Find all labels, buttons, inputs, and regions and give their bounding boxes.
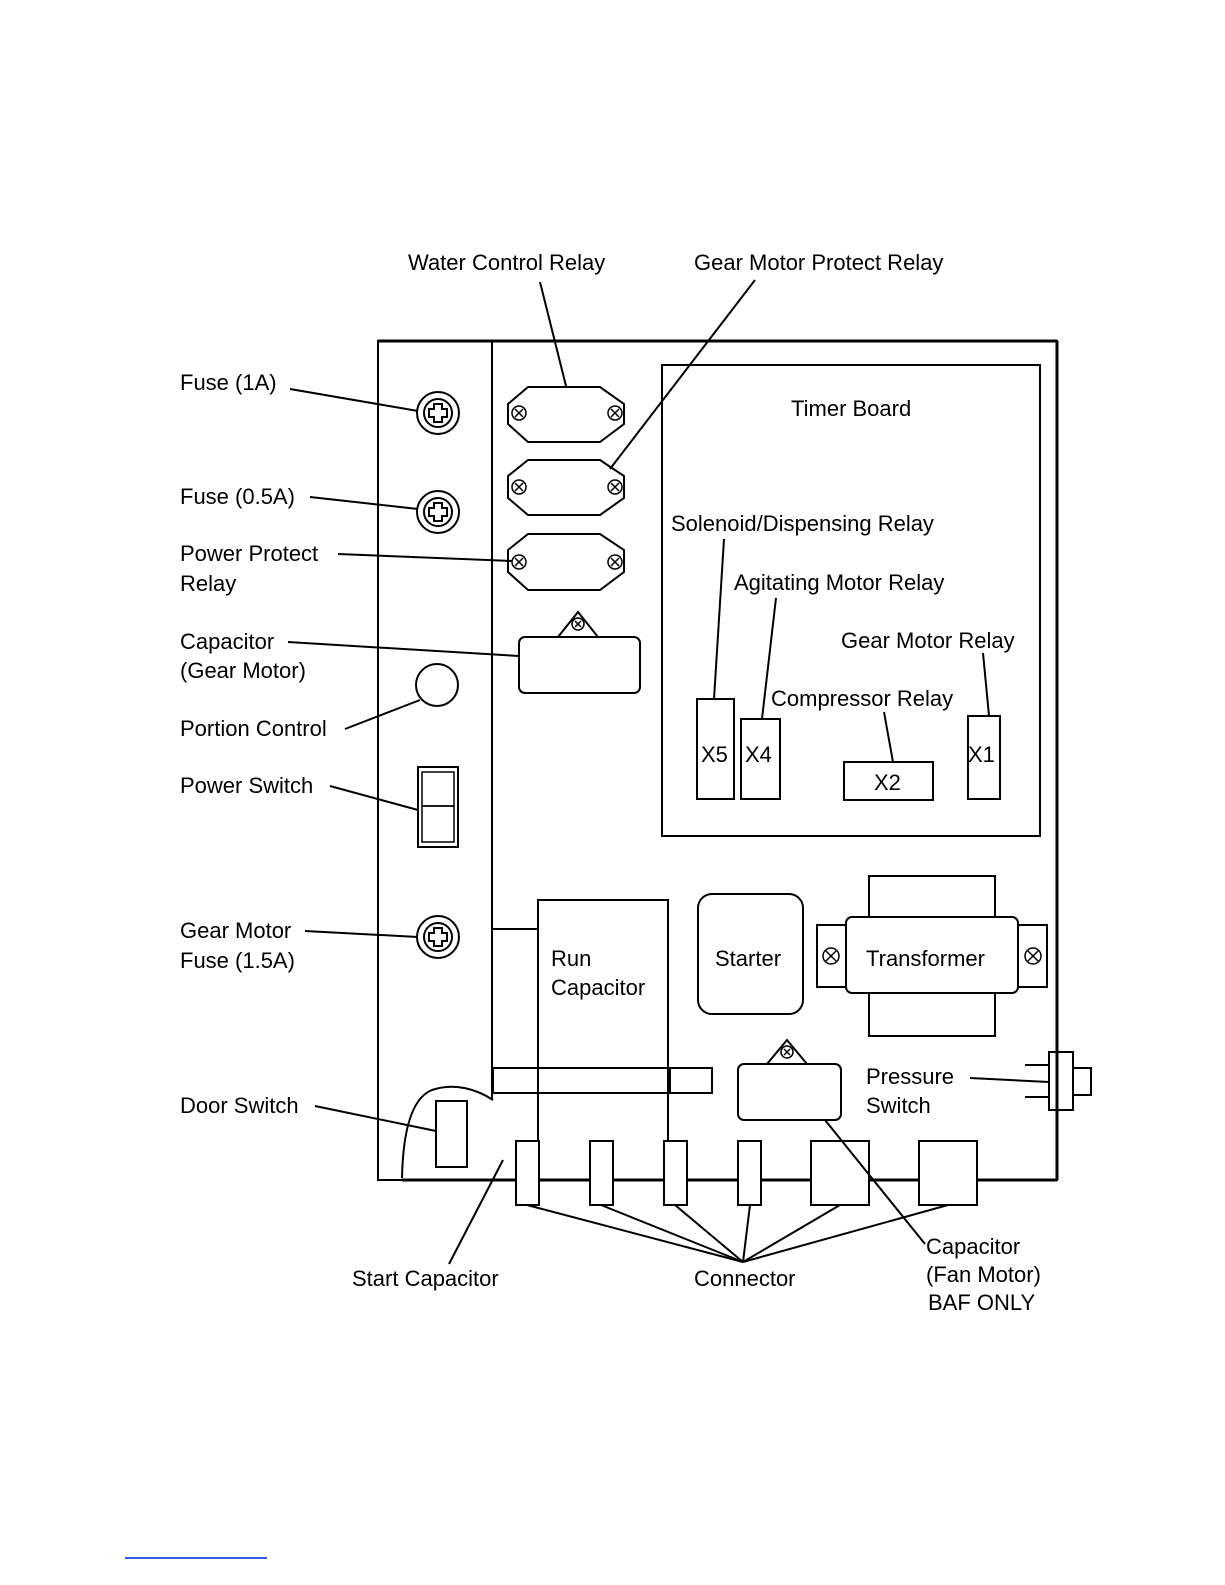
- label-fuse-05a: Fuse (0.5A): [180, 484, 295, 509]
- label-pressure-switch-line2: Switch: [866, 1093, 931, 1118]
- label-x2: X2: [874, 770, 901, 795]
- label-door-switch: Door Switch: [180, 1093, 299, 1118]
- gear-motor-fuse-icon: [416, 915, 460, 959]
- label-water-control-relay: Water Control Relay: [408, 250, 605, 275]
- label-connector: Connector: [694, 1266, 796, 1291]
- label-run-capacitor-line2: Capacitor: [551, 975, 645, 1000]
- gear-motor-protect-relay: [507, 459, 625, 516]
- capacitor-fan-motor: [737, 1038, 842, 1121]
- label-capacitor-fan-motor-line1: Capacitor: [926, 1234, 1020, 1259]
- timer-board: [661, 364, 1041, 837]
- label-start-capacitor: Start Capacitor: [352, 1266, 499, 1291]
- relay-x2: [843, 761, 934, 801]
- power-protect-relay: [507, 533, 625, 591]
- starter: [697, 893, 804, 1015]
- label-power-protect-relay-line2: Relay: [180, 571, 236, 596]
- label-pressure-switch-line1: Pressure: [866, 1064, 954, 1089]
- label-portion-control: Portion Control: [180, 716, 327, 741]
- label-transformer: Transformer: [866, 946, 985, 971]
- label-compressor-relay: Compressor Relay: [771, 686, 953, 711]
- label-x5: X5: [701, 742, 728, 767]
- transformer: [816, 875, 1048, 1037]
- run-capacitor: [493, 899, 669, 1181]
- label-power-protect-relay-line1: Power Protect: [180, 541, 318, 566]
- label-power-switch: Power Switch: [180, 773, 313, 798]
- power-switch-icon: [417, 766, 459, 848]
- mounting-bar: [492, 1067, 713, 1094]
- relay-x1: [967, 715, 1001, 800]
- label-x1: X1: [968, 742, 995, 767]
- label-capacitor-gear-motor-line1: Capacitor: [180, 629, 274, 654]
- label-run-capacitor-line1: Run: [551, 946, 591, 971]
- label-solenoid-dispensing-relay: Solenoid/Dispensing Relay: [671, 511, 934, 536]
- relay-x4: [740, 718, 781, 800]
- portion-control-knob-icon: [415, 663, 459, 707]
- label-fuse-1a: Fuse (1A): [180, 370, 277, 395]
- label-capacitor-gear-motor-line2: (Gear Motor): [180, 658, 306, 683]
- leader-lines: [287, 279, 1050, 1265]
- fuse-1a-icon: [416, 391, 460, 435]
- start-capacitor-outline: [401, 1085, 494, 1179]
- label-gear-motor-fuse-line2: Fuse (1.5A): [180, 948, 295, 973]
- connectors: [515, 1140, 978, 1206]
- label-gear-motor-relay: Gear Motor Relay: [841, 628, 1015, 653]
- label-agitating-motor-relay: Agitating Motor Relay: [734, 570, 944, 595]
- label-x4: X4: [745, 742, 772, 767]
- label-timer-board: Timer Board: [791, 396, 911, 421]
- door-switch: [435, 1100, 468, 1168]
- label-capacitor-fan-motor-line2: (Fan Motor): [926, 1262, 1041, 1287]
- fuse-05a-icon: [416, 490, 460, 534]
- water-control-relay: [507, 386, 625, 443]
- capacitor-gear-motor: [518, 610, 641, 694]
- label-gear-motor-protect-relay: Gear Motor Protect Relay: [694, 250, 943, 275]
- relay-x5: [696, 698, 735, 800]
- label-gear-motor-fuse-line1: Gear Motor: [180, 918, 291, 943]
- label-starter: Starter: [715, 946, 781, 971]
- label-capacitor-fan-motor-line3: BAF ONLY: [928, 1290, 1036, 1315]
- footer-rule: [125, 1557, 267, 1559]
